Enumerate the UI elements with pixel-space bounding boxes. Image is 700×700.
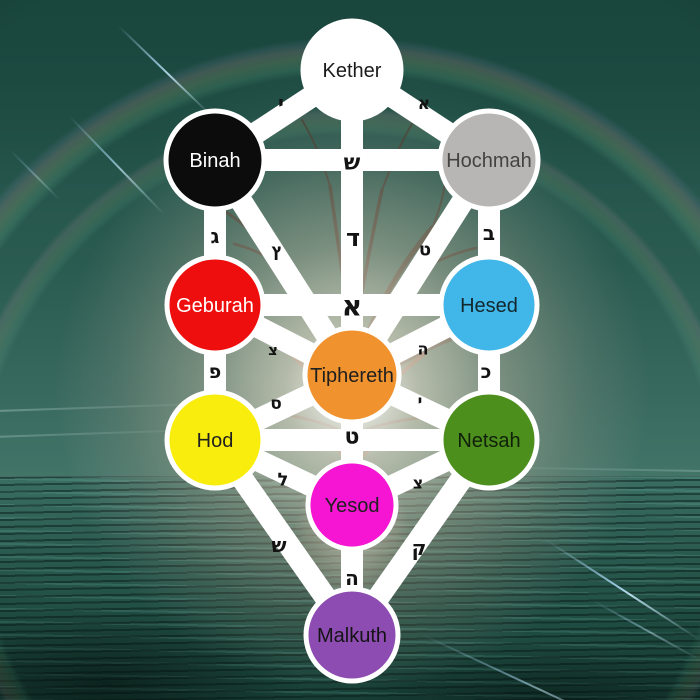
hebrew-letter-geburah-hod: פ (209, 361, 222, 383)
hebrew-letter-geburah-tiphereth: צ (268, 341, 278, 359)
hebrew-letter-kether-hochmah: א (418, 94, 430, 114)
hebrew-letter-tiphereth-yesod: ט (345, 425, 360, 450)
hebrew-letter-hesed-tiphereth: ה (418, 340, 429, 359)
sephira-malkuth (303, 586, 401, 684)
sephira-binah (163, 108, 267, 212)
sephira-kether-label: Kether (323, 60, 382, 82)
sephira-malkuth-label: Malkuth (317, 625, 387, 647)
hebrew-letter-geburah-hesed: א (342, 290, 362, 323)
hebrew-letter-binah-hochmah: ש (344, 151, 361, 176)
hebrew-letter-netsah-malkuth: ק (412, 536, 427, 560)
sephira-geburah-label: Geburah (176, 295, 254, 317)
hebrew-letter-hod-tiphereth: ס (270, 394, 282, 414)
sephira-hochmah-label: Hochmah (446, 150, 532, 172)
hebrew-letter-kether-binah: י (278, 91, 284, 115)
hebrew-letter-hod-yesod: ל (278, 470, 289, 491)
sephira-hod-label: Hod (197, 430, 234, 452)
hebrew-letter-hesed-netsah: כ (481, 361, 492, 383)
sephira-netsah-label: Netsah (457, 430, 520, 452)
hebrew-letter-netsah-tiphereth: י (418, 392, 423, 411)
hebrew-letter-yesod-malkuth: ה (345, 566, 359, 590)
sephira-hesed (438, 254, 540, 356)
sephira-hesed-label: Hesed (460, 295, 518, 317)
sephira-netsah (438, 389, 540, 491)
sephira-hod (164, 389, 266, 491)
sephira-hochmah (437, 108, 541, 212)
sephira-kether (300, 18, 404, 122)
sephira-tiphereth (302, 325, 402, 425)
hebrew-letter-netsah-yesod: צ (413, 474, 423, 493)
sephira-geburah (164, 254, 266, 356)
sephira-yesod-label: Yesod (325, 495, 380, 517)
hebrew-letter-kether-tiphereth: ד (346, 224, 360, 252)
sephira-tiphereth-label: Tiphereth (310, 365, 394, 387)
hebrew-letter-binah-tiphereth: ץ (271, 241, 282, 261)
hebrew-letter-hochmah-hesed: ב (483, 221, 495, 245)
hebrew-letter-hod-malkuth: ש (271, 533, 286, 557)
hebrew-letter-binah-geburah: ג (211, 224, 220, 248)
sephira-binah-label: Binah (189, 150, 240, 172)
hebrew-letter-hochmah-tiphereth: ט (419, 240, 431, 261)
sephira-yesod (305, 458, 399, 552)
